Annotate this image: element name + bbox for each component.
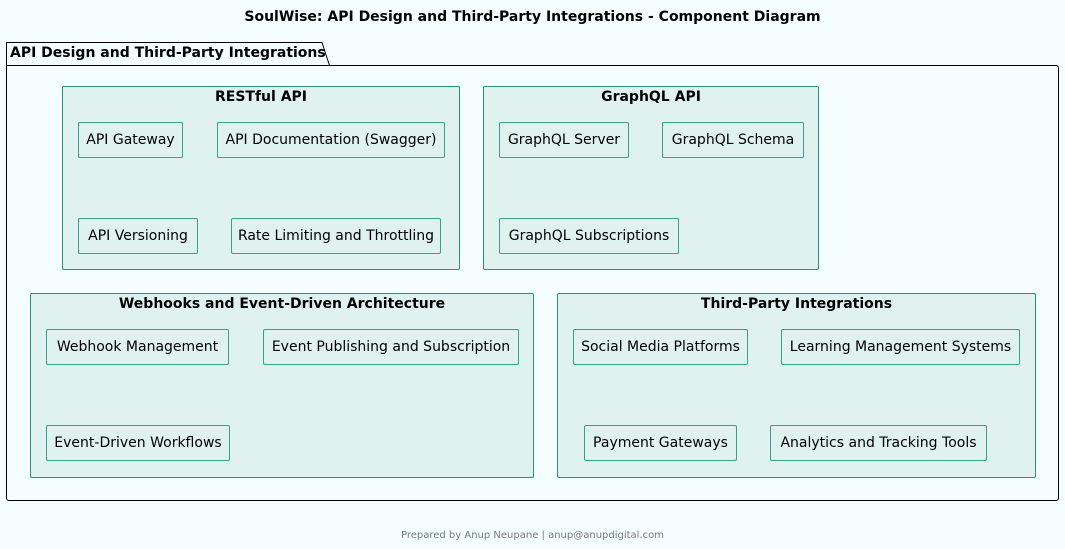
component-payment-gateways: Payment Gateways	[584, 425, 737, 461]
component-api-gateway: API Gateway	[78, 122, 183, 158]
group-title-third-party: Third-Party Integrations	[700, 296, 893, 312]
package-tab-outline	[6, 42, 330, 66]
component-graphql-schema: GraphQL Schema	[662, 122, 804, 158]
component-graphql-server: GraphQL Server	[499, 122, 629, 158]
group-restful-api: RESTful API API Gateway API Documentatio…	[62, 86, 460, 270]
group-third-party: Third-Party Integrations Social Media Pl…	[557, 293, 1036, 478]
component-lms: Learning Management Systems	[781, 329, 1020, 365]
component-webhook-management: Webhook Management	[46, 329, 229, 365]
component-social-media: Social Media Platforms	[573, 329, 748, 365]
diagram-title: SoulWise: API Design and Third-Party Int…	[244, 9, 821, 25]
group-title-webhooks: Webhooks and Event-Driven Architecture	[118, 296, 446, 312]
footer-credit: Prepared by Anup Neupane | anup@anupdigi…	[400, 530, 664, 541]
package-label: API Design and Third-Party Integrations	[10, 45, 326, 61]
component-rate-limiting: Rate Limiting and Throttling	[231, 218, 441, 254]
group-title-graphql-api: GraphQL API	[601, 89, 701, 105]
group-webhooks: Webhooks and Event-Driven Architecture W…	[30, 293, 534, 478]
component-analytics-tracking: Analytics and Tracking Tools	[770, 425, 987, 461]
component-graphql-subscriptions: GraphQL Subscriptions	[499, 218, 679, 254]
component-api-documentation: API Documentation (Swagger)	[217, 122, 445, 158]
component-event-driven-workflows: Event-Driven Workflows	[46, 425, 230, 461]
group-graphql-api: GraphQL API GraphQL Server GraphQL Schem…	[483, 86, 819, 270]
component-api-versioning: API Versioning	[78, 218, 198, 254]
component-event-publishing: Event Publishing and Subscription	[263, 329, 519, 365]
group-title-restful-api: RESTful API	[214, 89, 307, 105]
